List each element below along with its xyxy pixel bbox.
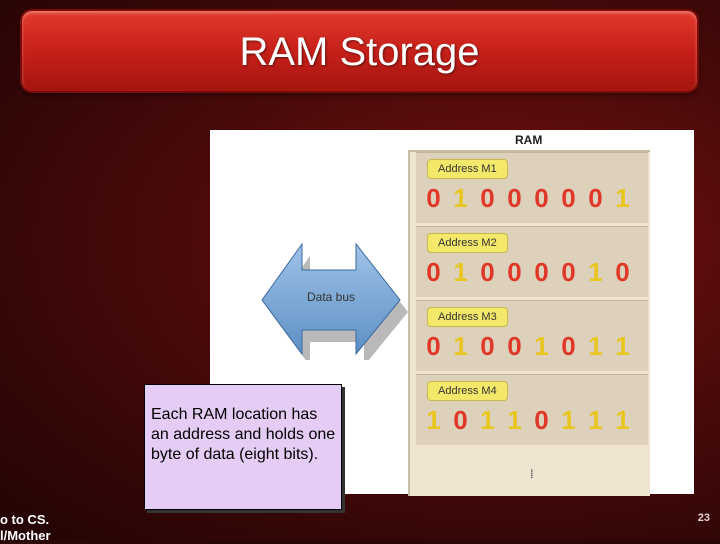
ram-slot-m1: Address M1 0 1 0 0 0 0 0 1 xyxy=(416,152,648,223)
bit: 0 xyxy=(615,257,630,287)
callout-text: Each RAM location has an address and hol… xyxy=(151,406,336,463)
bit: 0 xyxy=(480,257,495,287)
ram-figure: RAM Data bus Address M1 0 1 0 0 0 0 xyxy=(210,130,694,496)
ram-label: RAM xyxy=(515,133,543,147)
bit: 1 xyxy=(426,405,441,435)
slide-title: RAM Storage xyxy=(239,30,480,74)
ram-slot-m3: Address M3 0 1 0 0 1 0 1 1 xyxy=(416,300,648,371)
bit: 0 xyxy=(480,183,495,213)
bit: 0 xyxy=(426,183,441,213)
more-slots-ellipsis: ..... xyxy=(528,468,544,478)
bit: 0 xyxy=(426,331,441,361)
byte-bits: 0 1 0 0 0 0 0 1 xyxy=(420,183,636,213)
bit: 1 xyxy=(453,257,468,287)
data-bus-arrow xyxy=(260,240,410,366)
bit: 1 xyxy=(588,405,603,435)
bit: 0 xyxy=(561,331,576,361)
bit: 0 xyxy=(561,183,576,213)
bit: 0 xyxy=(588,183,603,213)
bit: 1 xyxy=(480,405,495,435)
bit: 1 xyxy=(453,183,468,213)
bit: 0 xyxy=(426,257,441,287)
bit: 1 xyxy=(588,257,603,287)
byte-bits: 1 0 1 1 0 1 1 1 xyxy=(420,405,636,435)
ram-slot-m2: Address M2 0 1 0 0 0 0 1 0 xyxy=(416,226,648,297)
bit: 0 xyxy=(453,405,468,435)
bit: 1 xyxy=(588,331,603,361)
ram-slot-m4: Address M4 1 0 1 1 0 1 1 1 xyxy=(416,374,648,445)
footer-text-line-2: l/Mother xyxy=(0,528,51,543)
address-tag: Address M1 xyxy=(427,159,508,179)
byte-bits: 0 1 0 0 1 0 1 1 xyxy=(420,331,636,361)
bit: 1 xyxy=(615,331,630,361)
bit: 0 xyxy=(534,257,549,287)
byte-bits: 0 1 0 0 0 0 1 0 xyxy=(420,257,636,287)
bit: 1 xyxy=(453,331,468,361)
bit: 0 xyxy=(507,183,522,213)
bit: 1 xyxy=(561,405,576,435)
page-number: 23 xyxy=(697,512,710,524)
address-tag: Address M4 xyxy=(427,381,508,401)
callout-box: Each RAM location has an address and hol… xyxy=(144,384,342,510)
bit: 0 xyxy=(534,405,549,435)
address-tag: Address M2 xyxy=(427,233,508,253)
bit: 1 xyxy=(615,405,630,435)
bit: 0 xyxy=(507,331,522,361)
data-bus-label: Data bus xyxy=(307,290,356,304)
bit: 0 xyxy=(561,257,576,287)
bit: 1 xyxy=(534,331,549,361)
ram-panel: Address M1 0 1 0 0 0 0 0 1 Address M2 0 … xyxy=(408,150,650,496)
bit: 0 xyxy=(507,257,522,287)
address-tag: Address M3 xyxy=(427,307,508,327)
footer-text-line-1: o to CS. xyxy=(0,512,50,527)
bit: 1 xyxy=(615,183,630,213)
title-bar xyxy=(22,11,697,91)
data-bus-icon xyxy=(261,242,408,366)
bit: 0 xyxy=(480,331,495,361)
bit: 0 xyxy=(534,183,549,213)
bit: 1 xyxy=(507,405,522,435)
